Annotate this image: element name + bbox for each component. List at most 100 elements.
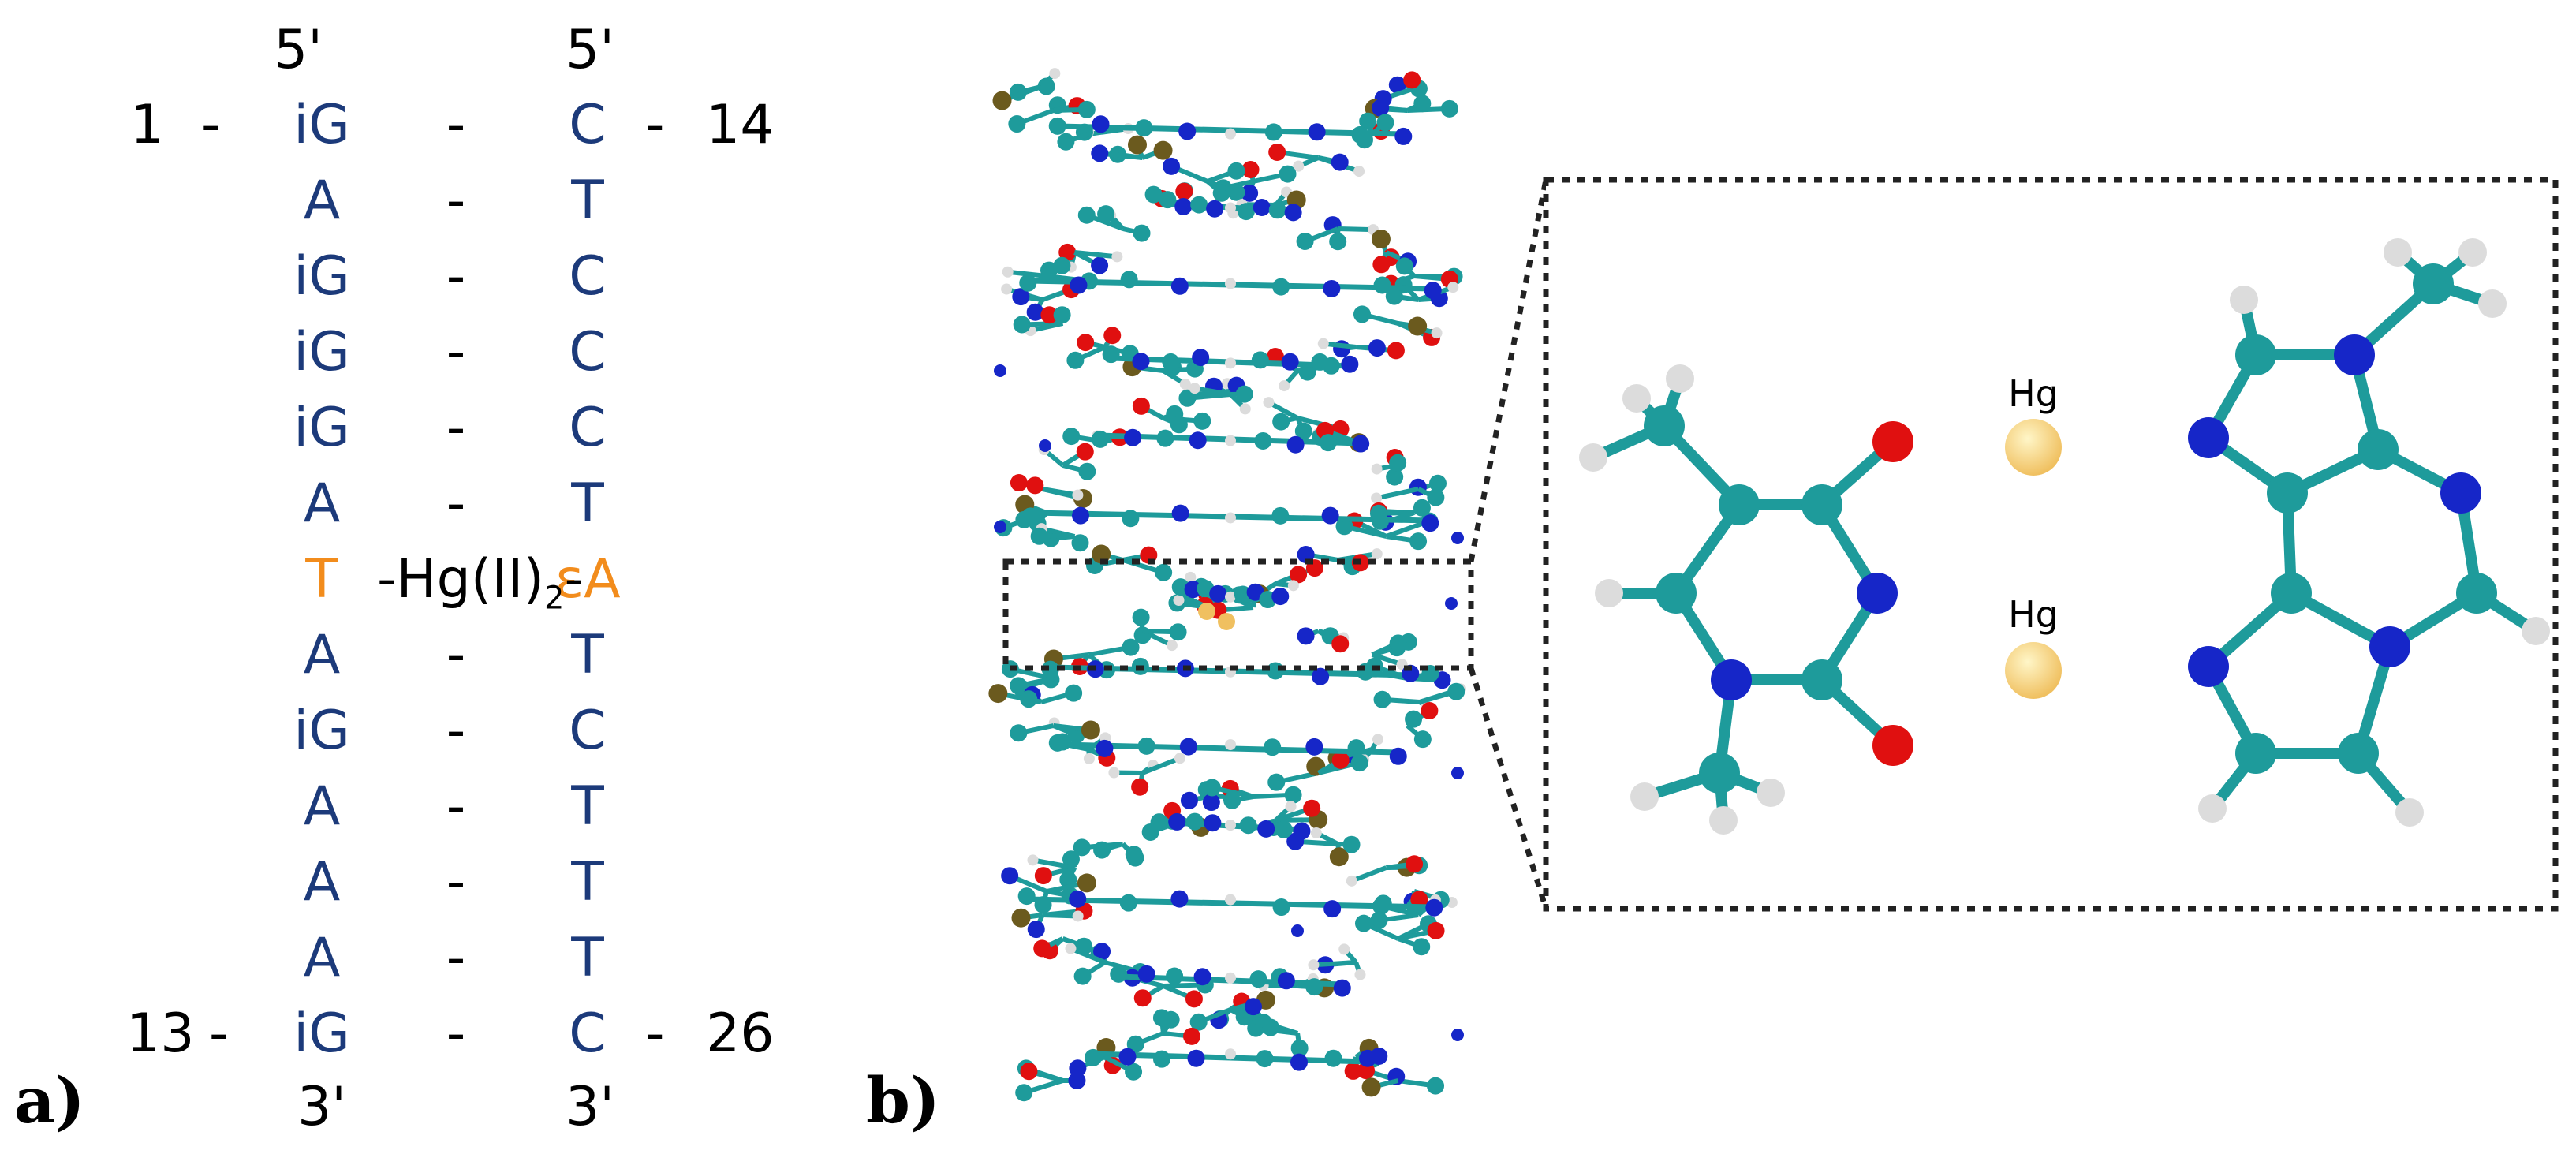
backbone-atom — [1073, 838, 1091, 857]
backbone-atom — [1185, 990, 1203, 1008]
base-atom — [1308, 123, 1326, 141]
backbone-atom — [1388, 76, 1406, 94]
base-atom — [1311, 353, 1329, 371]
backbone-atom — [1227, 183, 1245, 201]
backbone-atom — [1183, 1027, 1201, 1045]
base-atom — [1225, 1048, 1236, 1060]
backbone-atom — [1294, 422, 1312, 440]
base-atom — [1225, 820, 1236, 831]
atom-c — [1699, 753, 1740, 794]
backbone-atom — [1405, 710, 1423, 728]
base-atom — [1069, 890, 1087, 908]
base-atom — [1170, 890, 1189, 908]
base-atom — [1179, 738, 1197, 756]
counter-ion — [1451, 532, 1464, 544]
backbone-atom — [1395, 257, 1413, 275]
backbone-atom — [1359, 112, 1377, 130]
backbone-atom — [1037, 77, 1055, 95]
atom-c — [1719, 484, 1760, 525]
base-atom — [1237, 203, 1255, 221]
atom-c — [1656, 573, 1697, 614]
base-atom — [1351, 125, 1369, 144]
base-atom — [1373, 276, 1391, 294]
base-right-1: C — [569, 94, 607, 156]
pair-dash-12: - — [446, 927, 466, 989]
atom-h — [2478, 289, 2507, 318]
backbone-atom — [1241, 184, 1259, 202]
backbone-atom — [1027, 921, 1045, 939]
backbone-atom — [1193, 412, 1211, 430]
backbone-atom — [1126, 1035, 1144, 1053]
backbone-atom — [1317, 338, 1329, 349]
backbone-atom — [1108, 767, 1120, 779]
hg-label-top: Hg — [2008, 372, 2059, 415]
backbone-bond — [1376, 487, 1419, 501]
backbone-atom — [1097, 205, 1115, 223]
base-right-11: T — [571, 851, 604, 913]
counter-ion — [1451, 767, 1464, 779]
base-atom — [1290, 1053, 1309, 1071]
base-atom — [1124, 428, 1142, 446]
atom-h — [1757, 779, 1785, 807]
base-atom — [1421, 514, 1439, 532]
panel-b-label: b) — [866, 1063, 940, 1137]
base-atom — [1225, 278, 1236, 289]
index-dash-bl: - — [209, 1003, 229, 1065]
mercury-link: -Hg(II)2- — [377, 548, 584, 617]
backbone-atom — [1371, 548, 1383, 560]
base-atom — [1021, 507, 1040, 525]
backbone-bond — [1141, 756, 1182, 775]
backbone-atom — [1239, 403, 1251, 415]
backbone-atom — [1001, 283, 1013, 295]
atom-n — [1857, 573, 1898, 614]
backbone-atom — [1015, 1084, 1033, 1102]
backbone-atom — [1440, 99, 1458, 118]
backbone-bond — [1338, 226, 1374, 233]
backbone-bond — [1194, 386, 1231, 397]
pair-dash-4: - — [446, 321, 466, 383]
backbone-atom — [1013, 316, 1031, 334]
backbone-atom — [1372, 734, 1383, 745]
atom-h — [1630, 782, 1659, 811]
index-top-right: 14 — [706, 94, 775, 156]
backbone-atom — [1427, 1077, 1445, 1095]
atom-c — [1801, 484, 1842, 525]
atom-n — [2334, 334, 2375, 375]
base-right-6: T — [571, 472, 604, 535]
base-atom — [1184, 581, 1202, 599]
backbone-atom — [1303, 799, 1321, 817]
base-atom — [1225, 972, 1236, 984]
base-atom — [1189, 431, 1207, 450]
base-atom — [1281, 353, 1299, 371]
backbone-atom — [1131, 778, 1149, 796]
pair-dash-8: - — [446, 624, 466, 686]
base-atom — [1264, 738, 1282, 756]
backbone-atom — [1287, 580, 1299, 592]
base-atom — [1284, 204, 1302, 222]
base-atom — [1209, 584, 1227, 603]
backbone-bond — [1070, 946, 1106, 965]
backbone-atom — [1329, 233, 1347, 251]
backbone-bond — [1007, 269, 1047, 278]
base-left-9: iG — [293, 700, 350, 762]
base-atom — [1249, 970, 1267, 988]
base-right-2: T — [571, 170, 604, 232]
backbone-atom — [1373, 690, 1391, 708]
backbone-bond — [1074, 250, 1118, 260]
base-right-5: C — [569, 397, 607, 459]
base-left-4: iG — [293, 321, 350, 383]
backbone-atom — [1026, 476, 1044, 495]
atom-n — [2440, 472, 2481, 514]
base-atom — [1424, 282, 1442, 300]
hg-label-bottom: Hg — [2008, 593, 2059, 636]
backbone-atom — [1346, 875, 1357, 887]
backbone-atom — [1409, 532, 1428, 551]
backbone-atom — [1413, 730, 1432, 749]
backbone-atom — [1272, 413, 1290, 431]
backbone-atom — [1223, 791, 1241, 809]
backbone-atom — [1093, 841, 1111, 859]
backbone-atom — [1263, 397, 1275, 409]
base-atom — [1162, 353, 1180, 371]
backbone-atom — [1361, 1077, 1381, 1097]
atom-h — [1595, 579, 1623, 607]
